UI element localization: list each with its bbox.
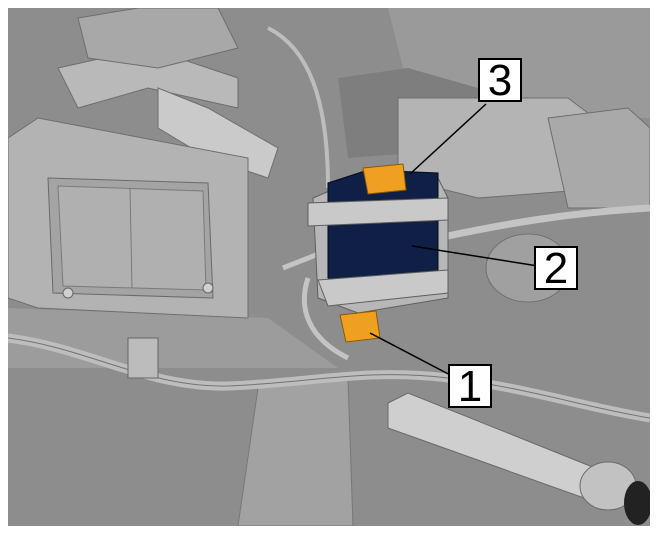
module-strap-bottom — [317, 269, 449, 307]
angled-arm — [157, 87, 279, 179]
lower-connector — [339, 310, 381, 343]
leader-line-2 — [411, 245, 539, 267]
cable-clip — [127, 337, 159, 379]
left-unit-screw — [62, 287, 74, 299]
diagram-canvas — [8, 8, 650, 526]
right-bracket — [547, 107, 650, 209]
callout-1: 1 — [448, 364, 492, 409]
module-strap-top — [307, 197, 449, 227]
top-cable — [267, 26, 330, 189]
right-unit-screw — [202, 282, 214, 294]
upper-cable — [437, 204, 650, 242]
upper-connector — [362, 163, 407, 195]
main-cable-edge — [8, 337, 650, 419]
lower-left-panel — [8, 308, 338, 368]
loop-cable — [301, 277, 350, 361]
callout-2: 2 — [534, 246, 578, 291]
top-left-housing — [77, 8, 239, 69]
upper-panel — [8, 8, 650, 118]
left-unit-seam — [129, 187, 133, 289]
diagram-frame: 3 2 1 — [8, 8, 650, 526]
callout-3: 3 — [478, 58, 522, 103]
leader-line-1 — [369, 332, 457, 379]
leader-line-3 — [409, 103, 487, 175]
lever-end — [624, 481, 650, 525]
